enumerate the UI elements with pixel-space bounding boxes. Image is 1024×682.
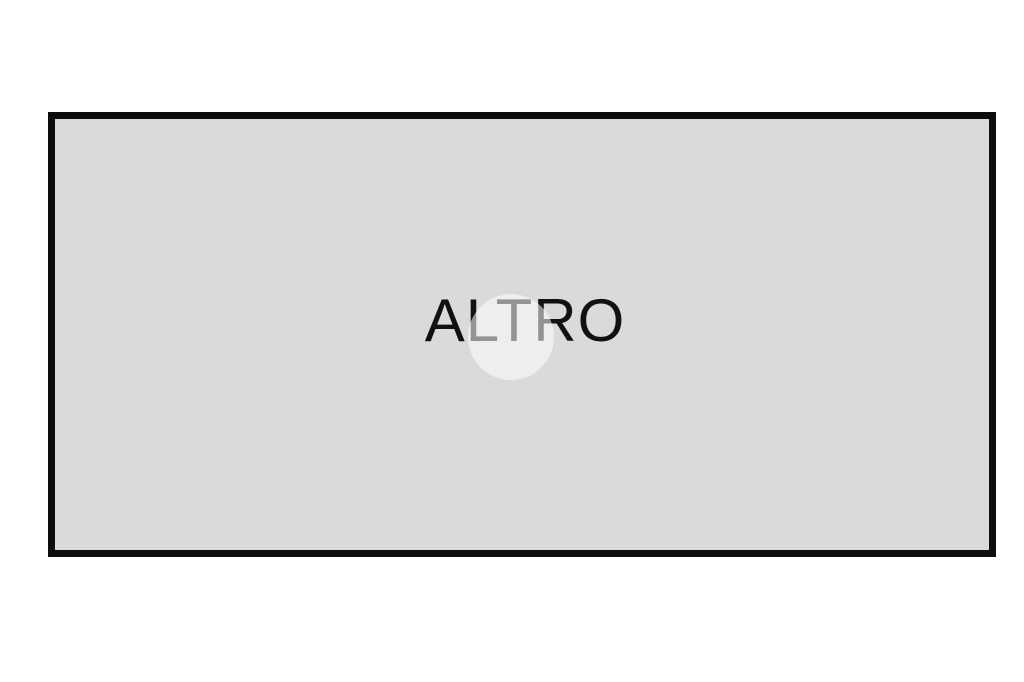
watermark-circle-icon xyxy=(468,294,554,380)
